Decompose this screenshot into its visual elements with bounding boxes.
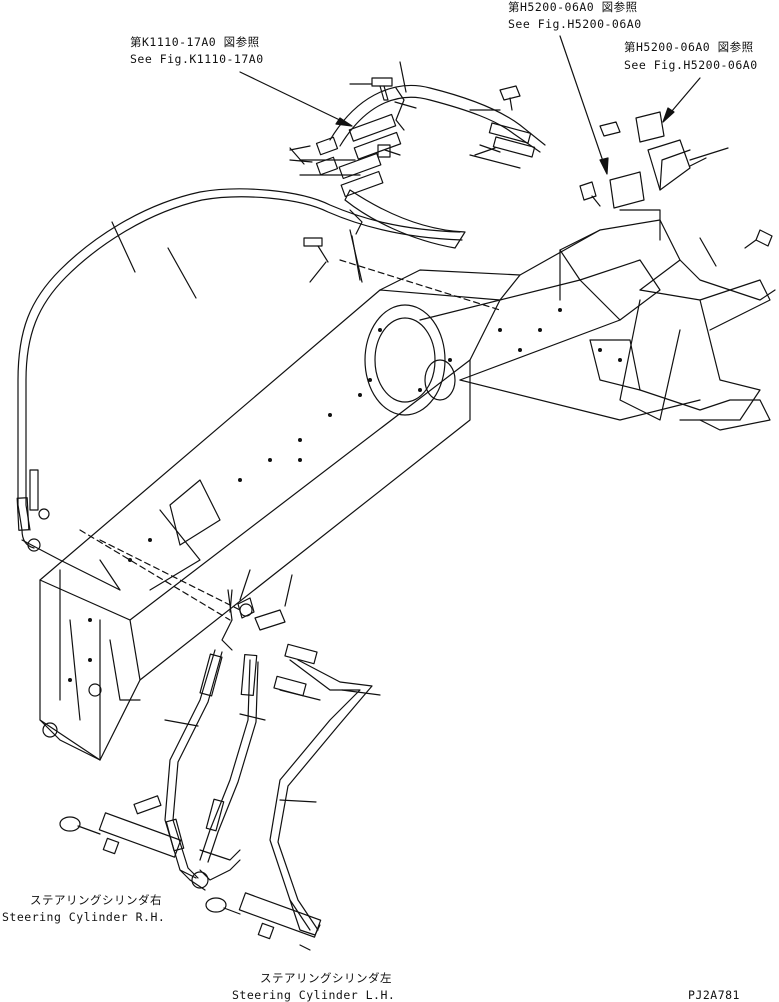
cylinder-lh-jp: ステアリングシリンダ左: [260, 971, 392, 985]
ref-h5200-b-jp: 第H5200-06A0 図参照: [624, 40, 754, 54]
upper-tube-loop: [16, 188, 463, 591]
steering-cylinder-rh: [59, 812, 209, 891]
ref-h5200-a-en: See Fig.H5200-06A0: [508, 17, 642, 31]
cylinder-rh-en: Steering Cylinder R.H.: [2, 910, 166, 924]
ref-h5200-b-en: See Fig.H5200-06A0: [624, 58, 758, 72]
steering-hoses: [133, 589, 373, 936]
frame-holes: [68, 308, 622, 682]
center-lines: [79, 259, 501, 621]
ref-k1110-en: See Fig.K1110-17A0: [130, 52, 264, 66]
valve-block: [609, 111, 729, 209]
drawing-code: PJ2A781: [688, 988, 740, 1002]
cylinder-lh-en: Steering Cylinder L.H.: [232, 988, 396, 1002]
ref-h5200-a-jp: 第H5200-06A0 図参照: [508, 0, 638, 14]
cylinder-rh-jp: ステアリングシリンダ右: [30, 893, 162, 907]
bolts: [237, 77, 773, 631]
reference-leaders: [239, 35, 701, 175]
ref-k1110-jp: 第K1110-17A0 図参照: [130, 35, 260, 49]
part-leaders: [111, 61, 717, 803]
steering-cylinder-lh: [205, 892, 322, 951]
main-frame: [39, 209, 776, 761]
